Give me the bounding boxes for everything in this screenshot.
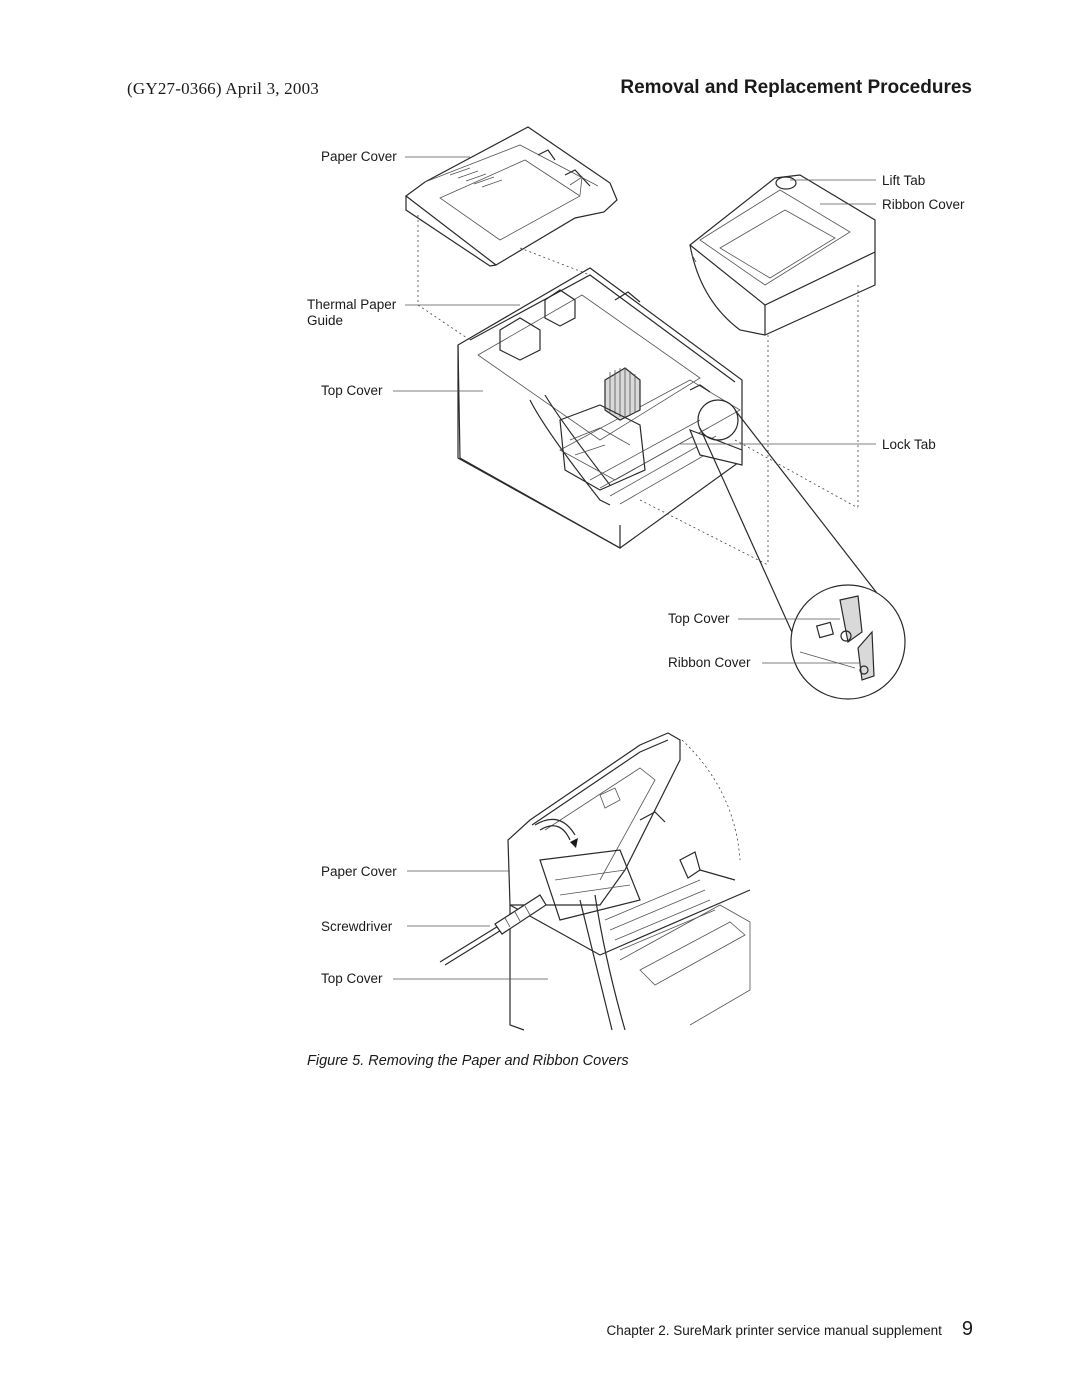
label-thermal-paper-guide-line1: Thermal Paper bbox=[307, 297, 397, 312]
label-screwdriver: Screwdriver bbox=[321, 919, 393, 934]
printer-base bbox=[457, 267, 743, 550]
projection-lines bbox=[417, 215, 859, 566]
label-bottom-paper-cover: Paper Cover bbox=[321, 864, 397, 879]
footer-chapter-text: Chapter 2. SureMark printer service manu… bbox=[606, 1323, 942, 1338]
leader-lines-top bbox=[393, 156, 876, 664]
label-paper-cover: Paper Cover bbox=[321, 149, 397, 164]
printer-open-view bbox=[439, 732, 751, 1031]
page-footer: Chapter 2. SureMark printer service manu… bbox=[606, 1318, 973, 1341]
label-thermal-paper-guide-line2: Guide bbox=[307, 313, 344, 328]
page-number: 9 bbox=[961, 1318, 973, 1340]
label-detail-ribbon-cover: Ribbon Cover bbox=[668, 655, 751, 670]
leader-lines-bottom bbox=[393, 870, 548, 980]
figure-caption: Figure 5. Removing the Paper and Ribbon … bbox=[307, 1053, 629, 1069]
paper-cover-part bbox=[405, 126, 618, 267]
label-bottom-top-cover: Top Cover bbox=[321, 971, 383, 986]
label-lift-tab: Lift Tab bbox=[882, 173, 926, 188]
section-title: Removal and Replacement Procedures bbox=[620, 77, 972, 98]
label-detail-top-cover: Top Cover bbox=[668, 611, 730, 626]
label-top-cover: Top Cover bbox=[321, 383, 383, 398]
label-ribbon-cover: Ribbon Cover bbox=[882, 197, 965, 212]
document-id-date: (GY27-0366) April 3, 2003 bbox=[127, 79, 319, 98]
lock-tab-detail bbox=[790, 584, 906, 700]
ribbon-cover-part bbox=[689, 174, 876, 336]
label-lock-tab: Lock Tab bbox=[882, 437, 936, 452]
